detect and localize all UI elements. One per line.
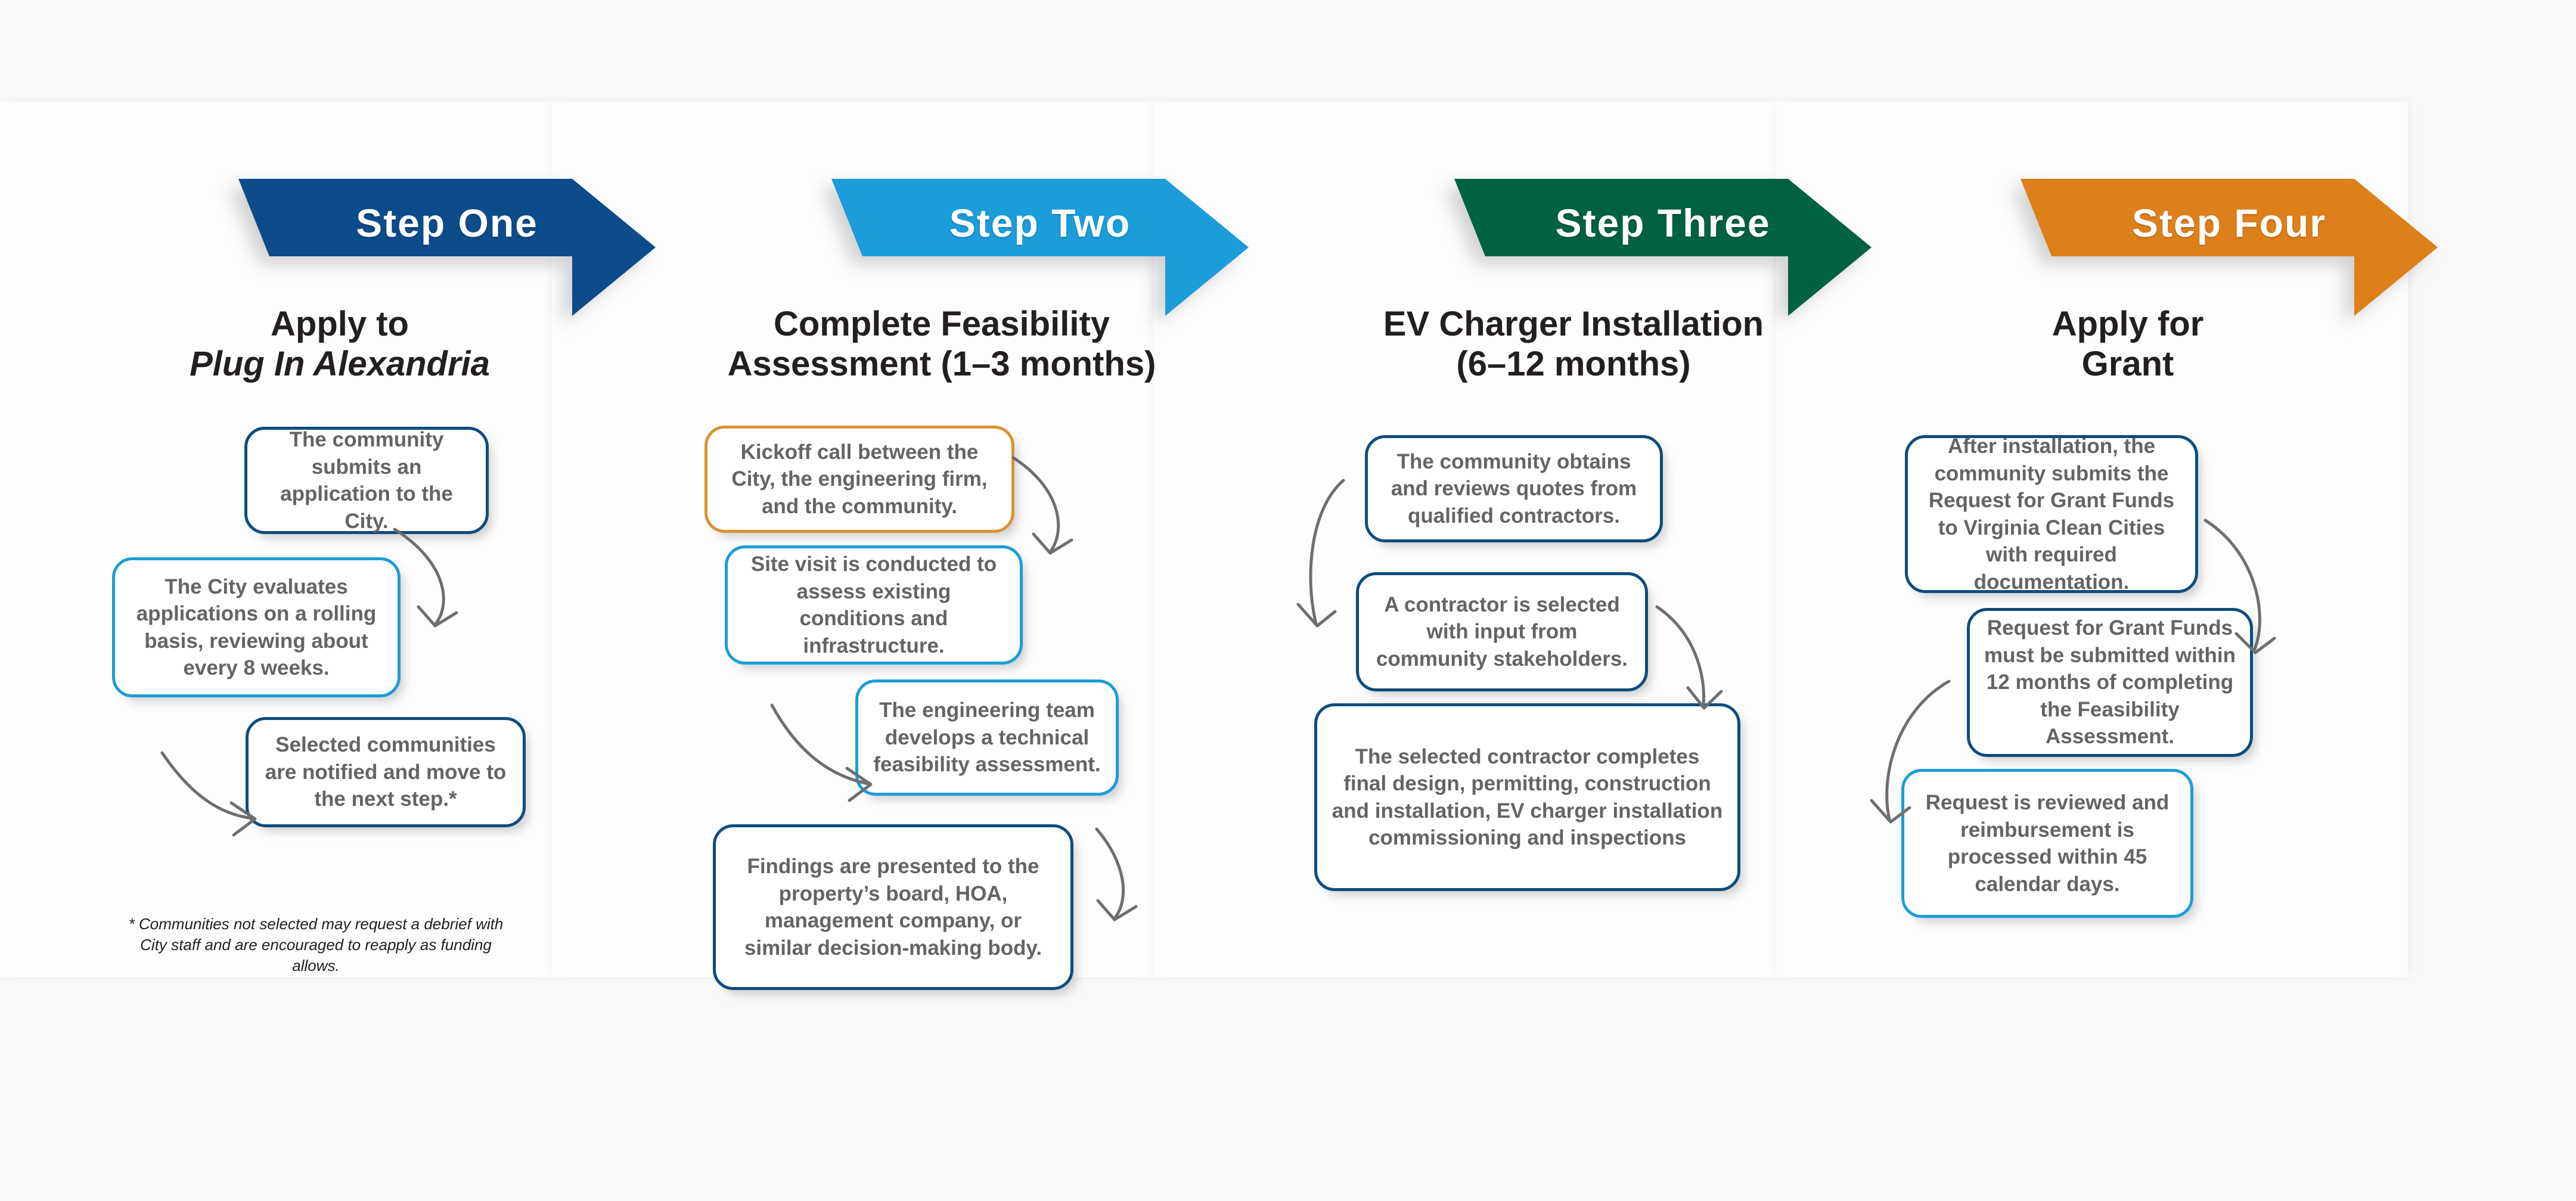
title-step-one-line1: Apply to xyxy=(271,305,409,343)
box-step-one-1[interactable]: The community submits an application to … xyxy=(244,427,489,534)
box-step-two-2[interactable]: Site visit is conducted to assess existi… xyxy=(725,545,1023,665)
box-step-one-2[interactable]: The City evaluates applications on a rol… xyxy=(112,557,401,697)
box-step-two-1[interactable]: Kickoff call between the City, the engin… xyxy=(704,426,1014,533)
banner-shape-step-four xyxy=(2021,179,2438,316)
box-step-two-3[interactable]: The engineering team develops a technica… xyxy=(855,679,1119,796)
title-step-two: Complete Feasibility Assessment (1–3 mon… xyxy=(715,304,1168,384)
box-step-four-3[interactable]: Request is reviewed and reimbursement is… xyxy=(1901,769,2193,918)
title-step-four: Apply for Grant xyxy=(1919,304,2336,384)
title-step-one: Apply to Plug In Alexandria xyxy=(131,304,548,384)
box-step-three-3[interactable]: The selected contractor completes final … xyxy=(1314,703,1740,891)
footnote-step-one: * Communities not selected may request a… xyxy=(128,915,504,975)
box-step-four-1[interactable]: After installation, the community submit… xyxy=(1905,435,2198,594)
title-step-three-line2: (6–12 months) xyxy=(1456,345,1691,384)
box-step-three-1[interactable]: The community obtains and reviews quotes… xyxy=(1365,435,1663,542)
title-step-two-line1: Complete Feasibility xyxy=(773,305,1110,343)
banner-shape-step-two xyxy=(831,179,1249,316)
title-step-three: EV Charger Installation (6–12 months) xyxy=(1335,304,1812,384)
title-step-three-line1: EV Charger Installation xyxy=(1383,305,1764,343)
title-step-one-line2: Plug In Alexandria xyxy=(190,345,490,384)
title-step-four-line2: Grant xyxy=(2081,345,2174,384)
title-step-four-line1: Apply for xyxy=(2052,305,2204,343)
box-step-four-2[interactable]: Request for Grant Funds must be submitte… xyxy=(1967,608,2253,757)
box-step-two-4[interactable]: Findings are presented to the property’s… xyxy=(713,824,1073,990)
title-step-two-line2: Assessment (1–3 months) xyxy=(727,345,1156,384)
banner-shape-step-three xyxy=(1454,179,1872,316)
box-step-one-3[interactable]: Selected communities are notified and mo… xyxy=(246,717,526,827)
box-step-three-2[interactable]: A contractor is selected with input from… xyxy=(1356,572,1648,691)
banner-shape-step-one xyxy=(238,179,656,316)
